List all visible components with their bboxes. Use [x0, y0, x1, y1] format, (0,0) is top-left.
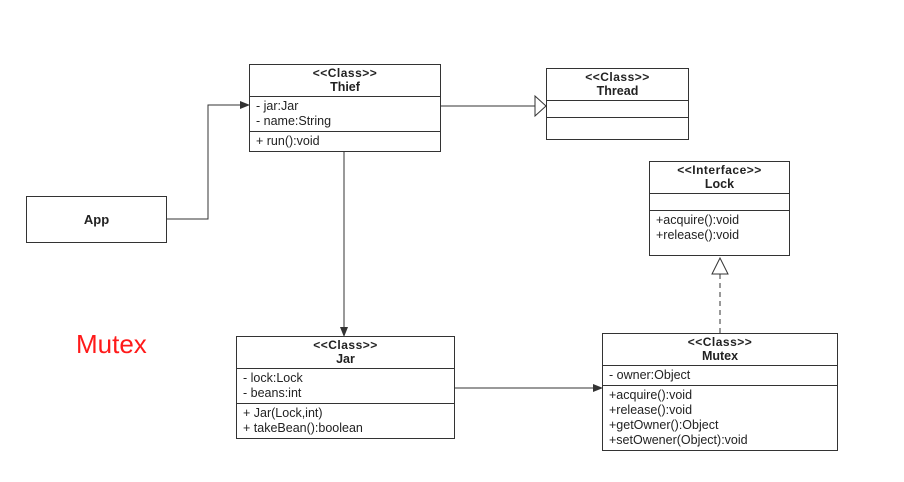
thief-attribute: - name:String [256, 114, 332, 128]
thief-stereotype: <<Class>> [312, 66, 378, 80]
thief-header: <<Class>> Thief [250, 65, 440, 97]
thread-header: <<Class>> Thread [547, 69, 688, 101]
app-node[interactable]: App [26, 196, 167, 243]
thief-attributes: - jar:Jar - name:String [250, 97, 440, 131]
lock-header: <<Interface>> Lock [650, 162, 789, 194]
thread-name: Thread [596, 84, 639, 98]
lock-interface[interactable]: <<Interface>> Lock +acquire():void +rele… [649, 161, 790, 256]
lock-method: +release():void [656, 228, 740, 242]
jar-header: <<Class>> Jar [237, 337, 454, 369]
lock-method: +acquire():void [656, 213, 740, 227]
thief-attribute: - jar:Jar [256, 99, 299, 113]
generalization-arrowhead [534, 94, 547, 118]
lock-stereotype: <<Interface>> [677, 163, 762, 177]
thread-attributes [547, 101, 688, 117]
jar-attribute: - lock:Lock [243, 371, 303, 385]
thief-method: + run():void [256, 134, 320, 148]
thief-class[interactable]: <<Class>> Thief - jar:Jar - name:String … [249, 64, 441, 152]
jar-method: + takeBean():boolean [243, 421, 363, 435]
mutex-method: +release():void [609, 403, 693, 417]
jar-stereotype: <<Class>> [313, 338, 378, 352]
mutex-stereotype: <<Class>> [687, 335, 753, 349]
jar-attribute: - beans:int [243, 386, 302, 400]
jar-methods: + Jar(Lock,int) + takeBean():boolean [237, 403, 454, 438]
diagram-title: Mutex [76, 329, 147, 359]
mutex-name: Mutex [701, 349, 739, 363]
mutex-method: +setOwener(Object):void [609, 433, 748, 447]
jar-class[interactable]: <<Class>> Jar - lock:Lock - beans:int + … [236, 336, 455, 439]
jar-method: + Jar(Lock,int) [243, 406, 323, 420]
lock-methods: +acquire():void +release():void [650, 210, 789, 255]
thread-class[interactable]: <<Class>> Thread [546, 68, 689, 140]
mutex-attributes: - owner:Object [603, 366, 837, 385]
mutex-attribute: - owner:Object [609, 368, 691, 382]
jar-attributes: - lock:Lock - beans:int [237, 369, 454, 403]
thief-methods: + run():void [250, 131, 440, 151]
mutex-method: +acquire():void [609, 388, 693, 402]
mutex-header: <<Class>> Mutex [603, 334, 837, 366]
mutex-method: +getOwner():Object [609, 418, 719, 432]
lock-attributes [650, 194, 789, 210]
mutex-class[interactable]: <<Class>> Mutex - owner:Object +acquire(… [602, 333, 838, 451]
mutex-methods: +acquire():void +release():void +getOwne… [603, 385, 837, 450]
lock-name: Lock [704, 177, 735, 191]
thread-methods [547, 117, 688, 139]
thief-name: Thief [330, 80, 360, 94]
app-name: App [83, 212, 110, 227]
association-app-thief [167, 101, 250, 220]
thread-stereotype: <<Class>> [585, 70, 650, 84]
jar-name: Jar [336, 352, 355, 366]
realization-arrowhead [711, 256, 729, 275]
